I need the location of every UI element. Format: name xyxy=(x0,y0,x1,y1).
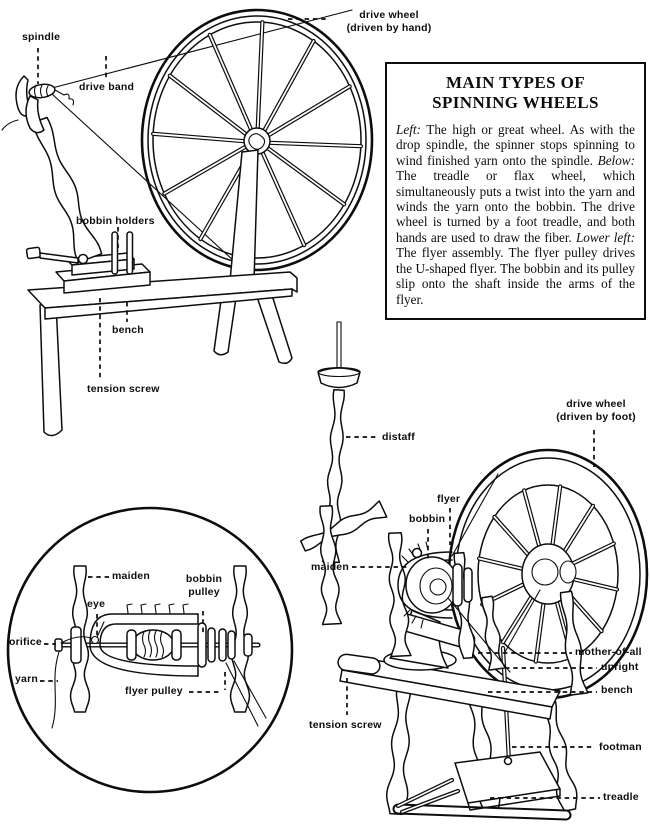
label-upright: upright xyxy=(601,661,639,673)
info-panel: MAIN TYPES OF SPINNING WHEELS Left: The … xyxy=(385,62,646,320)
label-gw-tension-screw: tension screw xyxy=(87,383,160,395)
treadle-drive-band xyxy=(447,473,511,673)
inset-right-maiden xyxy=(229,565,251,713)
label-eye: eye xyxy=(87,598,106,610)
label-tw-tension-screw: tension screw xyxy=(309,719,382,731)
label-drive-wheel-foot: drive wheel (driven by foot) xyxy=(556,398,636,424)
label-distaff: distaff xyxy=(382,431,415,443)
label-orifice: orifice xyxy=(9,636,42,648)
maidens xyxy=(299,500,506,671)
inset-band-lines xyxy=(225,660,267,727)
treadle-wheel-leaders xyxy=(346,430,600,799)
label-mother-of-all: mother-of-all xyxy=(575,646,642,658)
panel-title: MAIN TYPES OF SPINNING WHEELS xyxy=(396,73,635,114)
label-yarn: yarn xyxy=(15,673,38,685)
panel-lead-below: Below: xyxy=(597,152,635,168)
label-inset-maiden: maiden xyxy=(112,570,150,582)
label-drive-wheel-hand: drive wheel (driven by hand) xyxy=(346,9,432,35)
spindle-post xyxy=(32,116,103,263)
bobbin-holder-pegs xyxy=(111,231,134,275)
inset-pulleys xyxy=(197,622,253,668)
clamp-hardware xyxy=(25,246,89,265)
label-bobbin: bobbin xyxy=(409,513,446,525)
flyer-bobbin-assembly xyxy=(397,541,473,629)
inset-flyer xyxy=(89,603,199,677)
treadle-wheel-bench xyxy=(339,655,561,720)
crank xyxy=(504,589,541,653)
label-flyer: flyer xyxy=(437,493,461,505)
treadle-wheel-illustration xyxy=(299,321,649,821)
label-treadle: treadle xyxy=(603,791,639,803)
label-tw-maiden: maiden xyxy=(311,561,349,573)
wheel-hub xyxy=(248,133,266,150)
inset-eye xyxy=(60,621,105,645)
label-tw-bench: bench xyxy=(601,684,633,696)
flyer-whorl xyxy=(452,563,463,607)
great-wheel-bench xyxy=(27,271,298,320)
treadle-assembly xyxy=(392,751,572,821)
great-wheel-illustration xyxy=(1,8,374,437)
inset-bobbin xyxy=(126,629,182,661)
wheel-support-post xyxy=(559,590,589,696)
panel-title-line1: MAIN TYPES OF xyxy=(445,73,585,92)
panel-title-line2: SPINNING WHEELS xyxy=(432,93,599,113)
treadle-drive-wheel xyxy=(447,448,649,700)
panel-lead-lower-left: Lower left: xyxy=(575,229,636,245)
flyer-inset-illustration xyxy=(6,506,294,794)
label-drive-band: drive band xyxy=(79,81,135,93)
bearing-disc xyxy=(70,626,82,664)
treadle-wheel-spokes xyxy=(477,484,620,664)
great-drive-wheel xyxy=(140,8,374,272)
panel-lead-left: Left: xyxy=(396,121,421,137)
footman-joint xyxy=(503,756,513,766)
tension-screw-knob xyxy=(337,653,381,675)
inset-leaders xyxy=(40,576,226,693)
inset-circle xyxy=(6,506,294,794)
label-footman: footman xyxy=(599,741,642,753)
label-bobbin-pulley: bobbin pulley xyxy=(185,573,223,599)
label-gw-bench: bench xyxy=(112,324,144,336)
wheel-hub xyxy=(531,558,559,586)
panel-body: Left: The high or great wheel. As with t… xyxy=(396,121,636,307)
label-flyer-pulley: flyer pulley xyxy=(125,685,183,697)
wheel-post xyxy=(229,149,259,282)
yarn-thread xyxy=(51,651,60,729)
great-wheel-legs xyxy=(39,288,293,437)
label-spindle: spindle xyxy=(22,31,61,43)
great-wheel-leaders xyxy=(37,18,329,379)
spindle-head xyxy=(1,75,75,134)
label-bobbin-holders: bobbin holders xyxy=(76,215,155,227)
